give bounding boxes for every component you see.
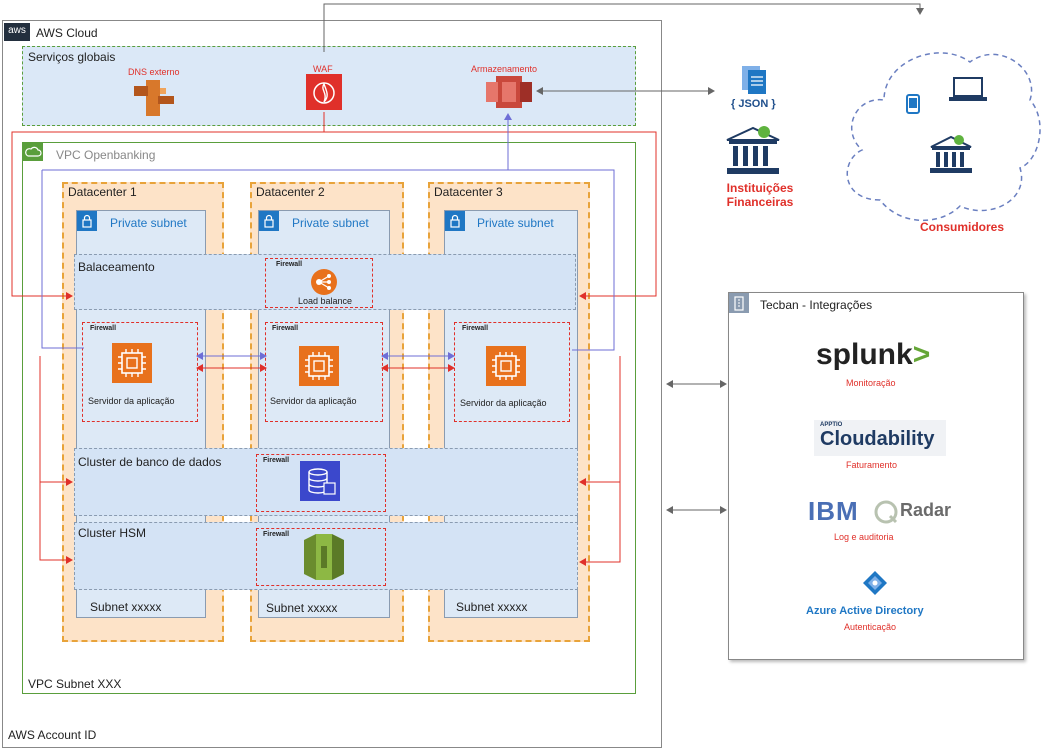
- route53-icon: [134, 80, 174, 116]
- radar-text: Radar: [900, 500, 952, 520]
- vpc-subnet-label: VPC Subnet XXX: [28, 677, 122, 691]
- hsm-cluster-label: Cluster HSM: [78, 526, 147, 540]
- app-firewall-2-label: Firewall: [272, 325, 299, 332]
- building-icon: [729, 293, 749, 313]
- consumers-label: Consumidores: [920, 220, 1005, 234]
- load-balancer-icon: [311, 269, 337, 295]
- ec2-icon: [299, 346, 339, 386]
- tecban-panel: [728, 292, 1024, 660]
- splunk-chevron: >: [912, 338, 931, 371]
- qradar-caption: Log e auditoria: [834, 532, 894, 542]
- cloudability-logo: APPTIO Cloudability: [814, 420, 946, 456]
- balancing-firewall-label: Firewall: [276, 261, 303, 268]
- aws-logo-text: aws: [8, 25, 26, 36]
- azure-ad-text: Azure Active Directory: [806, 605, 924, 617]
- cloudability-text: Cloudability: [820, 428, 935, 450]
- apptio-text: APPTIO: [820, 422, 843, 428]
- consumer-bank-icon: [930, 135, 972, 173]
- cloudhsm-icon: [304, 534, 344, 580]
- subnet-2-label: Subnet xxxxx: [266, 601, 338, 615]
- s3-icon: [486, 76, 532, 108]
- cloudability-caption: Faturamento: [846, 460, 898, 470]
- splunk-logo: splunk>: [816, 338, 930, 372]
- subnet-1-label: Subnet xxxxx: [90, 600, 162, 614]
- waf-label: WAF: [313, 64, 333, 74]
- tecban-label: Tecban - Integrações: [760, 298, 873, 312]
- private-subnet-3-label: Private subnet: [477, 216, 554, 230]
- azure-ad-caption: Autenticação: [844, 622, 897, 632]
- dns-label: DNS externo: [128, 67, 180, 77]
- private-subnet-2-label: Private subnet: [292, 216, 369, 230]
- vpc-label: VPC Openbanking: [56, 148, 156, 162]
- db-firewall: [256, 454, 386, 512]
- lock-icon: [77, 211, 97, 231]
- aws-logo-icon: aws: [4, 23, 30, 41]
- lock-icon: [445, 211, 465, 231]
- hsm-firewall: [256, 528, 386, 586]
- datacenter-2-label: Datacenter 2: [256, 185, 325, 199]
- global-services-label: Serviços globais: [28, 50, 116, 64]
- ibm-logo: IBM: [808, 496, 859, 527]
- ec2-icon: [486, 346, 526, 386]
- ec2-icon: [112, 343, 152, 383]
- waf-icon: [306, 74, 342, 110]
- app-firewall-3-label: Firewall: [462, 325, 489, 332]
- splunk-logo-text: splunk: [816, 338, 913, 371]
- bank-icon: [726, 126, 780, 174]
- datacenter-1-label: Datacenter 1: [68, 185, 137, 199]
- vpc-cloud-icon: [23, 143, 43, 161]
- laptop-icon: [949, 77, 987, 101]
- aws-cloud-label: AWS Cloud: [36, 26, 98, 40]
- datacenter-3-label: Datacenter 3: [434, 185, 503, 199]
- lock-icon: [259, 211, 279, 231]
- json-document-icon: [742, 66, 766, 94]
- subnet-3-label: Subnet xxxxx: [456, 600, 528, 614]
- splunk-caption: Monitoração: [846, 378, 896, 388]
- ibm-text: IBM: [808, 496, 859, 526]
- institutions-label-line1: Instituições: [726, 181, 794, 195]
- db-firewall-label: Firewall: [263, 457, 290, 464]
- app-server-1-label: Servidor da aplicação: [88, 396, 175, 406]
- load-balancer-label: Load balance: [298, 296, 353, 306]
- qradar-icon: [874, 500, 898, 524]
- storage-label: Armazenamento: [471, 64, 538, 74]
- balancing-label: Balaceamento: [78, 260, 155, 274]
- app-server-2-label: Servidor da aplicação: [270, 396, 357, 406]
- db-cluster-label: Cluster de banco de dados: [78, 455, 222, 469]
- app-firewall-1-label: Firewall: [90, 325, 117, 332]
- database-icon: [300, 461, 340, 501]
- aws-cloud-container: [2, 20, 662, 21]
- hsm-firewall-label: Firewall: [263, 531, 290, 538]
- mobile-icon: [906, 94, 920, 114]
- aws-account-label: AWS Account ID: [8, 728, 97, 742]
- app-server-3-label: Servidor da aplicação: [460, 398, 547, 408]
- private-subnet-1-label: Private subnet: [110, 216, 187, 230]
- azure-ad-icon: [863, 571, 887, 595]
- json-label: { JSON }: [731, 98, 776, 110]
- institutions-label-line2: Financeiras: [726, 195, 794, 209]
